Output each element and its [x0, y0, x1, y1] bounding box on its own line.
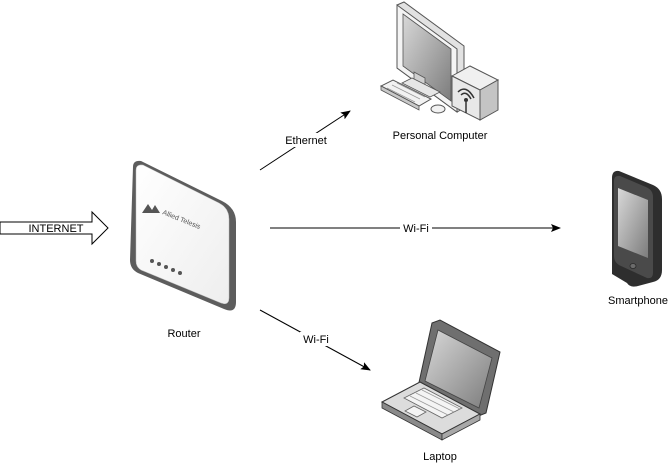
smartphone-icon	[612, 170, 662, 287]
router-label: Router	[167, 328, 200, 340]
router-icon: Allied Telesis	[130, 160, 236, 311]
edge-wifi-smartphone: Wi-Fi	[270, 221, 561, 235]
edge-ethernet: Ethernet	[259, 110, 351, 171]
personal-computer-icon	[379, 1, 500, 121]
laptop-icon	[380, 319, 501, 441]
internet-arrow: INTERNET	[0, 210, 109, 246]
wifi-smartphone-label: Wi-Fi	[403, 223, 429, 235]
smartphone-label: Smartphone	[608, 295, 668, 307]
wifi-laptop-label: Wi-Fi	[303, 334, 329, 346]
router-status-leds	[150, 259, 182, 275]
internet-label: INTERNET	[29, 223, 84, 235]
edge-wifi-laptop: Wi-Fi	[259, 309, 371, 371]
personal-computer-label: Personal Computer	[393, 130, 488, 142]
laptop-label: Laptop	[423, 451, 457, 463]
ethernet-label: Ethernet	[285, 135, 327, 147]
